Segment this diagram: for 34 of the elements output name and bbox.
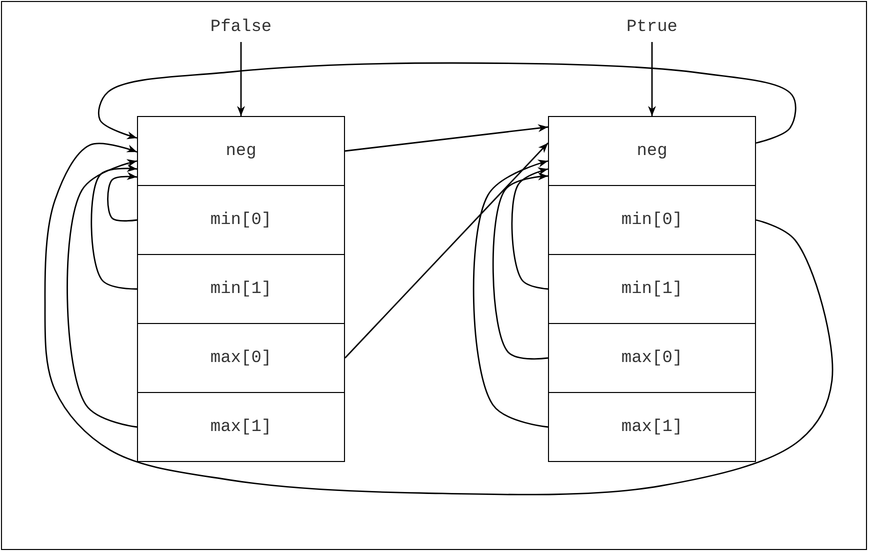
field-name: min[0] (621, 210, 683, 230)
arrow (90, 164, 138, 290)
record-field (137, 116, 345, 186)
record-field (548, 323, 756, 393)
field-name: neg (226, 142, 256, 160)
arrow (107, 172, 138, 222)
arrow (492, 172, 548, 360)
field-name: max[1] (621, 418, 683, 436)
arrow (237, 42, 245, 116)
record-field (137, 254, 345, 324)
arrow (44, 143, 834, 496)
field-name: neg (636, 142, 668, 160)
field-name: min[0] (210, 210, 272, 230)
record-field (548, 116, 756, 186)
field-name: max[0] (210, 348, 272, 368)
record-field (137, 323, 345, 393)
record-field (548, 185, 756, 255)
record-field (548, 254, 756, 324)
field-name: max[1] (210, 418, 272, 436)
arrow (98, 62, 796, 144)
arrow (511, 167, 548, 290)
field-name: min[1] (621, 280, 683, 298)
record-field (137, 185, 345, 255)
arrow (344, 142, 548, 358)
arrow (344, 124, 548, 152)
record-field (137, 392, 345, 462)
pointer-label: Pfalse (210, 18, 272, 36)
arrow (648, 42, 656, 116)
record-field (548, 392, 756, 462)
field-name: max[0] (621, 348, 683, 368)
pointer-label: Ptrue (626, 18, 678, 36)
arrow (66, 159, 138, 428)
arrow (472, 160, 548, 428)
field-name: min[1] (210, 280, 272, 298)
